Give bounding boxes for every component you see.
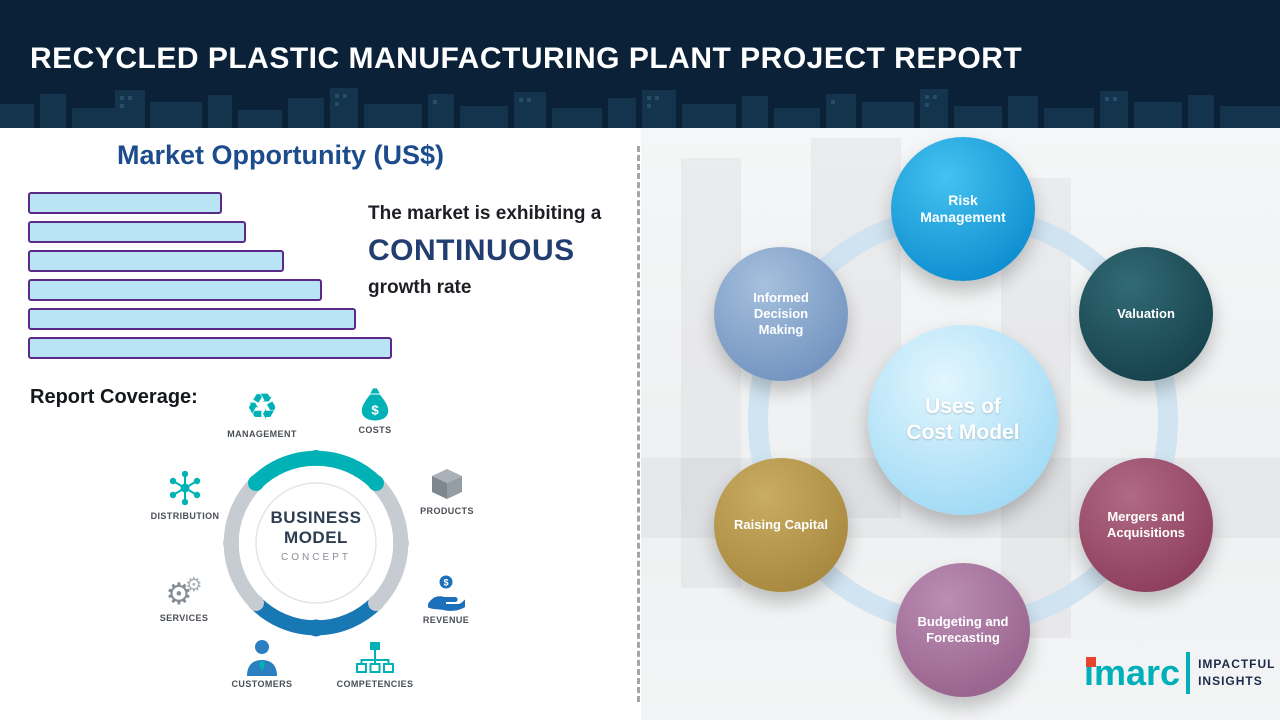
- coverage-item-products: PRODUCTS: [399, 463, 495, 516]
- business-model-word2: MODEL: [284, 528, 348, 548]
- node-label: Informed Decision Making: [753, 289, 809, 338]
- business-model-ring: [223, 450, 409, 637]
- coverage-item-label: PRODUCTS: [420, 506, 474, 516]
- header-band: RECYCLED PLASTIC MANUFACTURING PLANT PRO…: [0, 0, 1280, 128]
- imarc-logo: imarc IMPACTFUL INSIGHTS: [1084, 652, 1276, 694]
- node-label: Raising Capital: [734, 516, 828, 532]
- business-model-word1: BUSINESS: [270, 508, 362, 527]
- imarc-wordmark: imarc: [1084, 655, 1180, 691]
- imarc-red-dot-icon: [1086, 657, 1096, 667]
- growth-text-line3: growth rate: [368, 277, 472, 298]
- coverage-item-label: REVENUE: [422, 615, 470, 625]
- market-bar: [28, 337, 392, 359]
- coverage-item-competencies: COMPETENCIES: [327, 636, 423, 689]
- money-bag-icon: $: [361, 388, 389, 421]
- person-icon: [247, 640, 277, 676]
- city-skyline-graphic: [0, 88, 1280, 128]
- cost-model-center-label: Uses of Cost Model: [906, 394, 1020, 444]
- coverage-item-costs: $ COSTS: [327, 382, 423, 435]
- cost-model-node-risk-management: Risk Management: [891, 137, 1035, 281]
- tagline-line1: IMPACTFUL: [1198, 657, 1276, 672]
- vertical-dashed-divider: [637, 146, 640, 702]
- cost-model-node-informed-decision-making: Informed Decision Making: [714, 247, 848, 381]
- market-bar: [28, 250, 284, 272]
- coverage-item-management: ♻ MANAGEMENT: [214, 386, 310, 440]
- imarc-brand-text: imarc: [1084, 652, 1181, 693]
- node-label: Budgeting and Forecasting: [917, 613, 1009, 645]
- market-bar: [28, 308, 356, 330]
- business-model-center-label: BUSINESS MODEL CONCEPT: [246, 508, 386, 564]
- tagline-line2: INSIGHTS: [1198, 674, 1263, 688]
- coverage-item-distribution: DISTRIBUTION: [137, 468, 233, 521]
- gears-icon: ⚙: [165, 577, 193, 612]
- logo-separator: [1186, 652, 1191, 694]
- coverage-item-label: CUSTOMERS: [231, 679, 293, 689]
- coverage-item-label: MANAGEMENT: [227, 429, 297, 439]
- market-bar: [28, 221, 246, 243]
- market-growth-text: The market is exhibiting a CONTINUOUS gr…: [368, 203, 643, 299]
- cost-model-node-valuation: Valuation: [1079, 247, 1213, 381]
- coverage-item-revenue: $ REVENUE: [398, 572, 494, 625]
- cost-model-node-raising-capital: Raising Capital: [714, 458, 848, 592]
- coverage-item-label: COSTS: [358, 425, 392, 435]
- node-label: Valuation: [1117, 305, 1175, 321]
- small-gear-icon: ⚙: [185, 574, 203, 596]
- logo-tagline: IMPACTFUL INSIGHTS: [1198, 656, 1275, 690]
- coverage-item-services: ⚙⚙ SERVICES: [136, 570, 232, 624]
- hand-coin-icon: $: [428, 575, 465, 611]
- market-bar: [28, 279, 322, 301]
- node-label: Mergers and Acquisitions: [1106, 508, 1185, 540]
- svg-text:$: $: [371, 402, 379, 417]
- coverage-item-label: SERVICES: [159, 613, 209, 623]
- network-icon: [169, 470, 201, 506]
- coverage-item-label: DISTRIBUTION: [150, 511, 220, 521]
- growth-text-line1: The market is exhibiting a: [368, 203, 602, 224]
- business-model-word3: CONCEPT: [281, 551, 351, 563]
- svg-text:$: $: [443, 578, 448, 588]
- page-title: RECYCLED PLASTIC MANUFACTURING PLANT PRO…: [30, 42, 1023, 75]
- growth-text-continuous: CONTINUOUS: [368, 234, 575, 267]
- cost-model-node-mergers-acquisitions: Mergers and Acquisitions: [1079, 458, 1213, 592]
- report-coverage-label: Report Coverage:: [30, 386, 198, 408]
- cost-model-center: Uses of Cost Model: [868, 325, 1058, 515]
- node-label: Risk Management: [920, 191, 1006, 226]
- coverage-item-customers: CUSTOMERS: [214, 636, 310, 689]
- coverage-item-label: COMPETENCIES: [336, 679, 414, 689]
- cost-model-node-budgeting-forecasting: Budgeting and Forecasting: [896, 563, 1030, 697]
- recycle-icon: ♻: [245, 387, 279, 428]
- market-opportunity-title: Market Opportunity (US$): [117, 140, 445, 170]
- market-bar: [28, 192, 222, 214]
- box-icon: [432, 469, 462, 499]
- org-chart-icon: [356, 642, 394, 673]
- market-bars: [28, 192, 392, 366]
